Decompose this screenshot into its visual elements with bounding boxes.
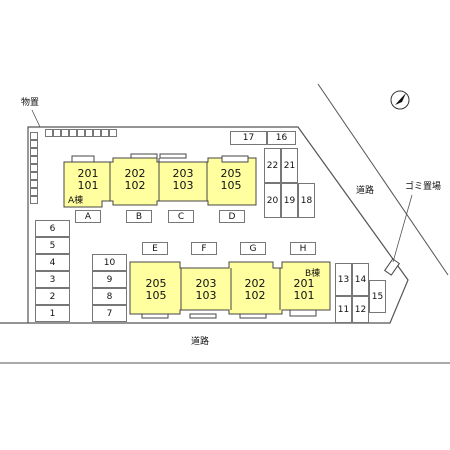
bike-space: G	[240, 242, 266, 255]
building-b	[129, 261, 331, 319]
balcony	[141, 313, 169, 319]
building-a-tag: A棟	[68, 196, 84, 206]
storage-unit	[61, 129, 69, 137]
parking-space: 19	[281, 183, 298, 218]
storage-unit	[45, 129, 53, 137]
road-label-bottom: 道路	[191, 337, 210, 347]
parking-space: 8	[92, 288, 127, 305]
garbage-leader-line	[392, 194, 413, 263]
north-arrow-icon	[390, 90, 410, 110]
parking-space: 22	[264, 148, 281, 183]
parking-space: 3	[35, 271, 70, 288]
parking-space: 21	[281, 148, 298, 183]
parking-space: 16	[267, 131, 296, 145]
parking-space: 11	[335, 296, 352, 323]
storage-unit	[77, 129, 85, 137]
parking-space: 18	[298, 183, 315, 218]
parking-space: 9	[92, 271, 127, 288]
parking-space: 13	[335, 263, 352, 296]
bike-space: A	[75, 210, 101, 223]
parking-space: 4	[35, 254, 70, 271]
parking-space: 1	[35, 305, 70, 322]
storage-unit	[30, 140, 38, 148]
storage-unit	[69, 129, 77, 137]
storage-unit	[30, 164, 38, 172]
balcony	[221, 155, 249, 163]
storage-unit	[30, 188, 38, 196]
bike-space: H	[290, 242, 316, 255]
storage-unit	[30, 180, 38, 188]
parking-space: 20	[264, 183, 281, 218]
garbage-area	[384, 258, 400, 276]
balcony	[130, 153, 158, 159]
garbage-label: ゴミ置場	[405, 182, 442, 192]
bike-space: E	[142, 242, 168, 255]
bike-space: D	[219, 210, 245, 223]
parking-space: 7	[92, 305, 127, 322]
storage-unit	[101, 129, 109, 137]
parking-space: 2	[35, 288, 70, 305]
parking-space: 10	[92, 254, 127, 271]
balcony	[189, 313, 217, 319]
parking-space: 15	[369, 280, 386, 313]
building-a	[63, 153, 257, 208]
storage-unit	[30, 172, 38, 180]
parking-space: 5	[35, 237, 70, 254]
storage-label: 物置	[21, 98, 40, 108]
bike-space: B	[126, 210, 152, 223]
balcony	[239, 313, 267, 319]
balcony	[71, 155, 95, 163]
parking-space: 17	[230, 131, 267, 145]
storage-unit	[30, 148, 38, 156]
storage-unit	[30, 132, 38, 140]
road-edge-right	[317, 83, 449, 276]
storage-unit	[109, 129, 117, 137]
road-label-right: 道路	[356, 186, 375, 196]
balcony	[159, 153, 187, 159]
storage-unit	[93, 129, 101, 137]
bike-space: C	[168, 210, 194, 223]
storage-unit	[30, 156, 38, 164]
storage-unit	[30, 196, 38, 204]
storage-unit	[85, 129, 93, 137]
balcony	[289, 309, 317, 317]
building-b-tag: B棟	[305, 269, 321, 279]
parking-space: 12	[352, 296, 369, 323]
parking-space: 6	[35, 220, 70, 237]
storage-unit	[53, 129, 61, 137]
bike-space: F	[191, 242, 217, 255]
parking-space: 14	[352, 263, 369, 296]
